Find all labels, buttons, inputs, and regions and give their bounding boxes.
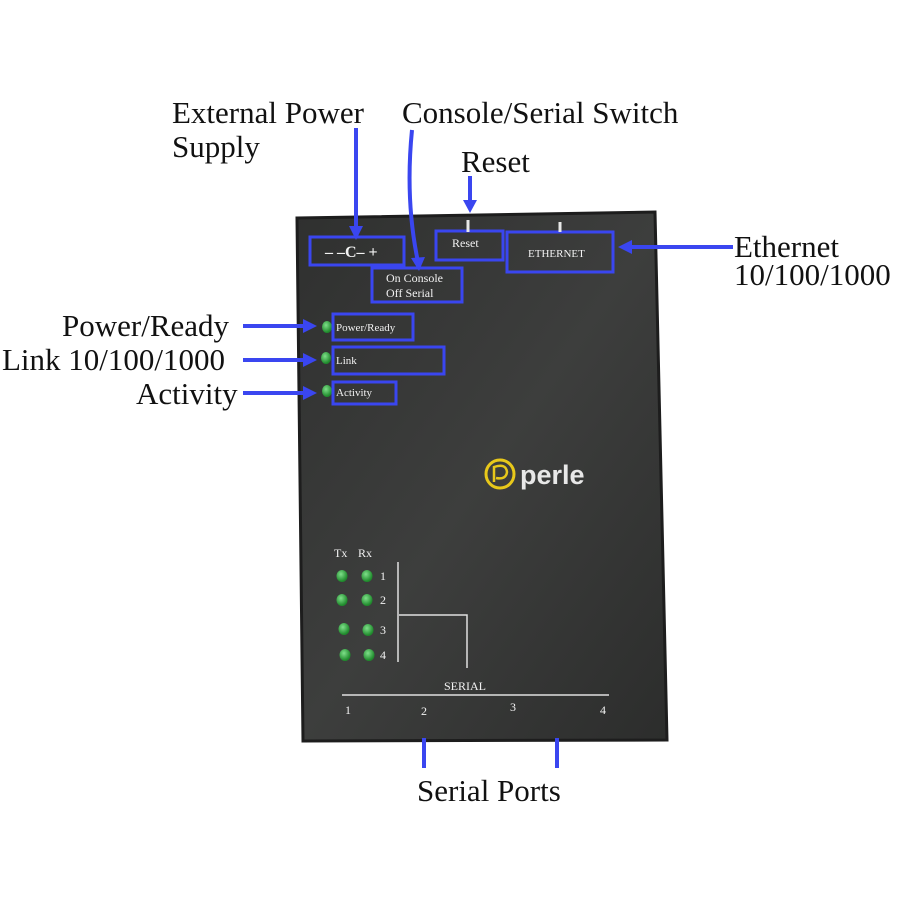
perle-logo-swirl <box>492 464 509 482</box>
console-switch-highlight <box>370 266 464 304</box>
power-ready-label-highlight <box>331 312 415 342</box>
serial-led-grid <box>336 570 375 661</box>
tx-header: Tx <box>334 546 347 560</box>
perle-logo-icon <box>484 458 516 490</box>
ethernet-line-1: Ethernet <box>734 229 840 264</box>
perle-brand: perle <box>520 460 585 490</box>
link-callout-label: Link 10/100/1000 <box>2 342 226 377</box>
tx-led-1 <box>336 570 348 582</box>
console-serial-switch-label: Console/Serial Switch <box>402 95 679 130</box>
serial-bracket-box <box>399 614 468 668</box>
arrow-reset-head <box>463 200 477 213</box>
rx-led-1 <box>361 570 373 582</box>
rx-led-4 <box>363 649 375 661</box>
ethernet-line-2: 10/100/1000 <box>734 257 891 292</box>
ethernet-label: ETHERNET <box>528 248 585 260</box>
power-ready-callout-label: Power/Ready <box>62 308 230 343</box>
rx-led-2 <box>361 594 373 606</box>
power-ready-led <box>322 321 332 333</box>
link-label-highlight <box>331 345 446 376</box>
link-led <box>321 352 331 364</box>
reset-callout-label: Reset <box>461 144 530 179</box>
activity-label: Activity <box>336 387 373 399</box>
arrow-external-power-head <box>349 226 363 240</box>
arrow-ethernet-head <box>618 240 632 254</box>
serial-row-1: 1 <box>380 569 386 583</box>
serial-row-3: 3 <box>380 623 386 637</box>
tx-led-3 <box>338 623 350 635</box>
serial-label: SERIAL <box>444 679 486 693</box>
tx-led-4 <box>339 649 351 661</box>
port-number-4: 4 <box>600 703 606 717</box>
power-ready-label: Power/Ready <box>336 322 396 334</box>
port-number-2: 2 <box>421 704 427 718</box>
serial-ports-callout-label: Serial Ports <box>417 773 561 808</box>
activity-callout-label: Activity <box>136 376 238 411</box>
perle-logo: perle <box>484 458 585 490</box>
arrow-activity-head <box>303 386 317 400</box>
port-number-1: 1 <box>345 703 351 717</box>
ethernet-callout-label: Ethernet 10/100/1000 <box>734 229 891 292</box>
switch-label-on: On Console <box>386 271 443 285</box>
rx-header: Rx <box>358 546 372 560</box>
power-connector-symbol: – –C– + <box>324 244 378 261</box>
activity-led <box>322 385 332 397</box>
link-label: Link <box>336 355 357 367</box>
external-power-label: External Power Supply <box>172 96 364 164</box>
serial-row-4: 4 <box>380 648 386 662</box>
serial-row-2: 2 <box>380 593 386 607</box>
switch-label-off: Off Serial <box>386 286 434 300</box>
tx-led-2 <box>336 594 348 606</box>
arrow-power-ready-head <box>303 319 317 333</box>
device-body <box>295 210 669 743</box>
arrow-console-switch-head <box>411 257 425 271</box>
activity-label-highlight <box>331 380 398 406</box>
port-number-3: 3 <box>510 700 516 714</box>
external-power-line-1: External Power <box>172 95 364 130</box>
reset-label: Reset <box>452 236 479 250</box>
arrow-console-switch <box>407 129 420 263</box>
external-power-line-2: Supply <box>172 129 260 164</box>
rx-led-3 <box>362 624 374 636</box>
callout-arrows <box>243 128 733 768</box>
arrow-link-head <box>303 353 317 367</box>
